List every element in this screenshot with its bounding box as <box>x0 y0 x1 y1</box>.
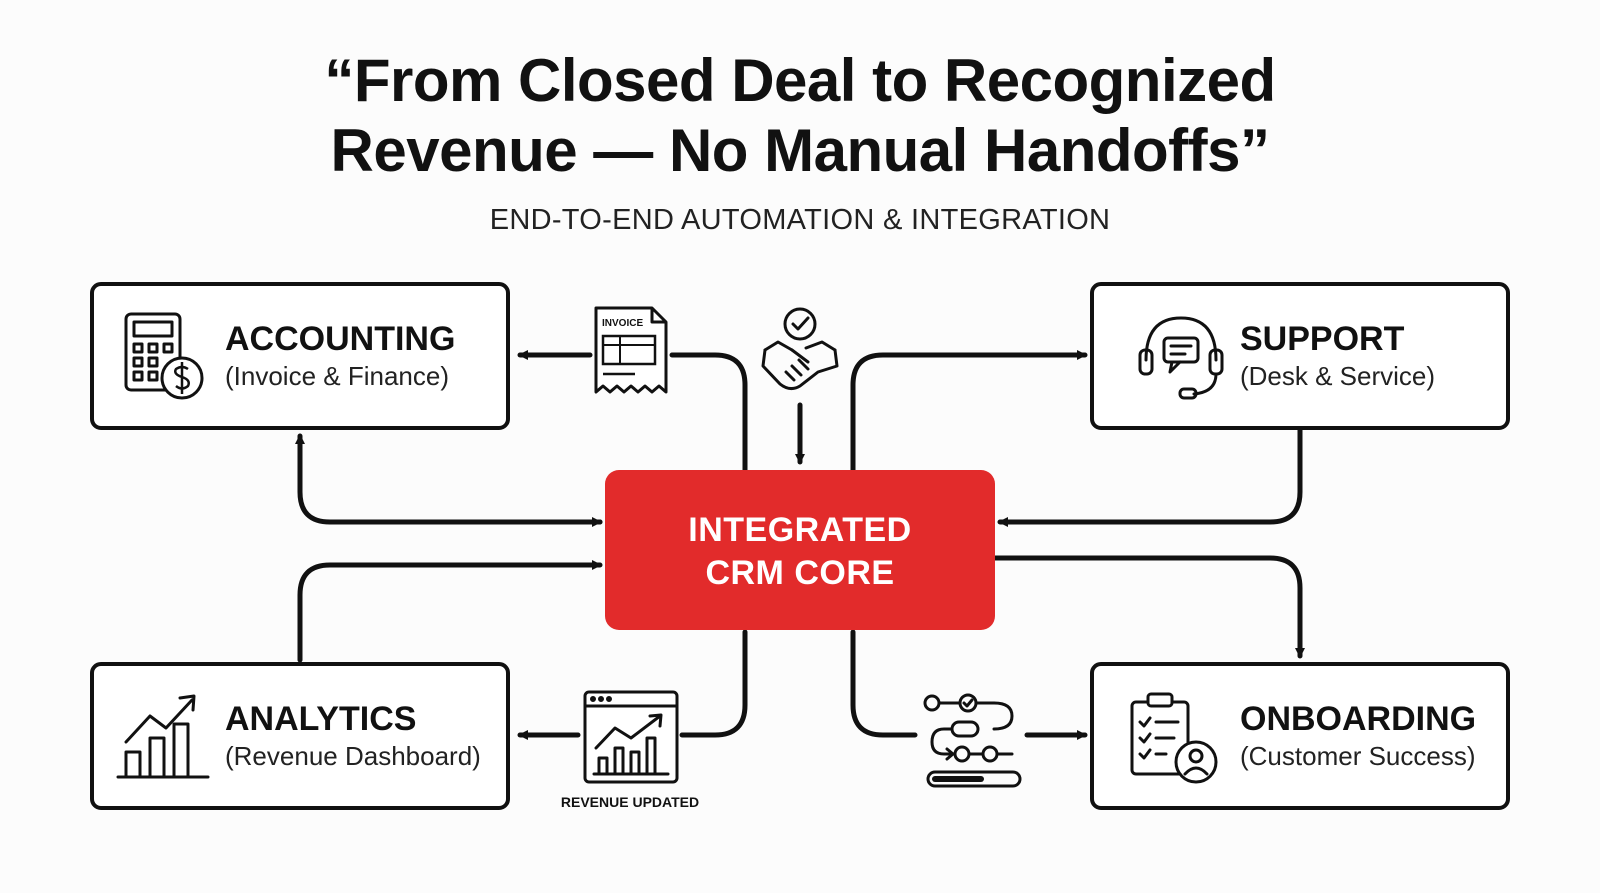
connector-core-to-onboarding-top <box>992 555 1305 659</box>
page-title: “From Closed Deal to Recognized Revenue … <box>0 46 1600 186</box>
accounting-subtitle: (Invoice & Finance) <box>225 361 449 391</box>
crm-core: INTEGRATED CRM CORE <box>605 470 995 630</box>
connectors <box>295 350 1305 740</box>
calculator-dollar-icon <box>124 312 204 400</box>
handshake-check-icon <box>761 307 839 391</box>
crm-core-line-2: CRM CORE <box>705 554 894 592</box>
connector-core-to-support <box>850 350 1088 473</box>
connector-core-to-analytics <box>679 629 748 738</box>
revenue-updated-label: REVENUE UPDATED <box>561 794 699 810</box>
analytics-subtitle: (Revenue Dashboard) <box>225 741 481 771</box>
connector-core-to-accounting-invoice <box>669 352 748 473</box>
onboarding-title: ONBOARDING <box>1240 700 1476 738</box>
workflow-progress-icon <box>923 693 1022 788</box>
onboarding-module: ONBOARDING (Customer Success) <box>1090 662 1510 810</box>
crm-core-box <box>605 470 995 630</box>
connector-support-to-core <box>997 427 1303 527</box>
page-subtitle: END-TO-END AUTOMATION & INTEGRATION <box>489 204 1111 236</box>
onboarding-subtitle: (Customer Success) <box>1240 741 1476 771</box>
accounting-title: ACCOUNTING <box>225 320 455 358</box>
analytics-title: ANALYTICS <box>225 700 416 738</box>
title-line-2: Revenue — No Manual Handoffs” <box>330 117 1270 184</box>
growth-chart-icon <box>116 694 210 779</box>
headset-chat-icon <box>1138 316 1224 400</box>
accounting-module: ACCOUNTING (Invoice & Finance) <box>90 282 510 430</box>
connector-analytics-to-core <box>297 560 603 663</box>
invoice-icon: INVOICE <box>594 306 668 394</box>
support-subtitle: (Desk & Service) <box>1240 361 1435 391</box>
crm-core-line-1: INTEGRATED <box>688 511 911 549</box>
title-line-1: “From Closed Deal to Recognized <box>324 47 1276 114</box>
workflow-progress-fill <box>932 776 984 782</box>
revenue-updated-icon <box>583 690 679 784</box>
support-module: SUPPORT (Desk & Service) <box>1090 282 1510 430</box>
invoice-label: INVOICE <box>602 318 643 329</box>
connector-core-to-accounting-loop <box>295 433 603 525</box>
support-title: SUPPORT <box>1240 320 1405 358</box>
connector-core-to-workflow <box>850 629 918 738</box>
clipboard-user-icon <box>1130 692 1218 784</box>
analytics-module: ANALYTICS (Revenue Dashboard) <box>90 662 510 810</box>
